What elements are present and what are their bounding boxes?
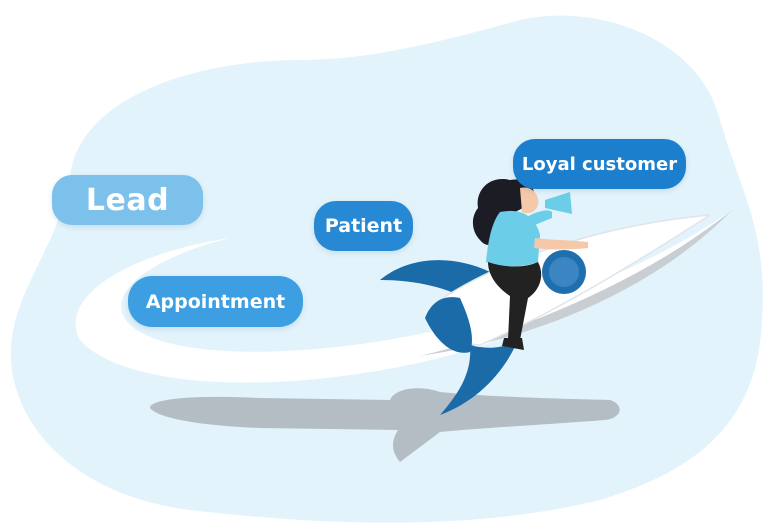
patient-badge: Patient xyxy=(314,201,413,251)
megaphone-icon xyxy=(545,192,572,214)
swoosh-trail xyxy=(75,210,733,383)
loyal-customer-badge: Loyal customer xyxy=(513,139,686,189)
rocket-fin-bottom xyxy=(440,340,518,415)
lead-badge: Lead xyxy=(52,175,203,225)
woman-with-megaphone xyxy=(472,179,588,350)
rocket-stripe xyxy=(425,297,472,353)
appointment-badge: Appointment xyxy=(128,276,303,327)
rocket-shadow xyxy=(150,388,620,462)
rocket-porthole-inner xyxy=(549,257,579,287)
